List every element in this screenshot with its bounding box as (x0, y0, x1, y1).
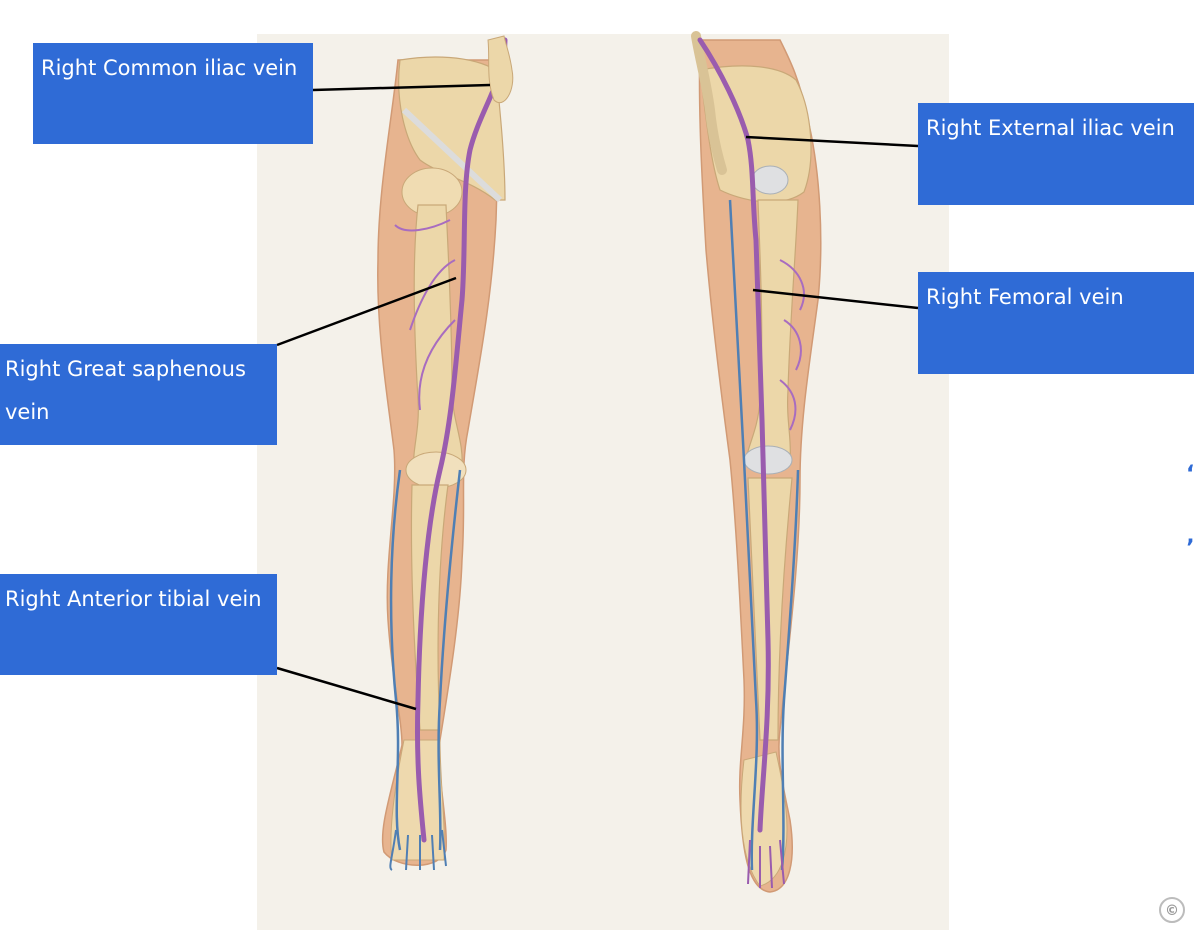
posterior-tibia (747, 477, 793, 741)
leader-line-femoral (752, 288, 919, 310)
leader-line-great-saphenous (276, 276, 457, 347)
label-femoral-text: Right Femoral vein (926, 285, 1124, 309)
posterior-hip-joint (751, 165, 789, 195)
illustration-background (257, 34, 949, 930)
label-external-iliac-text: Right External iliac vein (926, 116, 1175, 140)
leader-line-anterior-tibial (276, 666, 417, 711)
edge-mark-upper: ‘ (1186, 462, 1194, 487)
leader-line-common-iliac (312, 83, 491, 92)
anterior-great-saphenous-vein (414, 37, 508, 843)
anterior-sacrum (487, 35, 514, 103)
label-great-saphenous-vein[interactable]: Right Great saphenous vein (0, 344, 277, 445)
label-anterior-tibial-vein[interactable]: Right Anterior tibial vein (0, 574, 277, 675)
anterior-tibial-vein (389, 469, 462, 851)
label-common-iliac-text: Right Common iliac vein (41, 56, 298, 80)
edge-mark-lower: ‚ (1186, 524, 1194, 549)
label-great-saphenous-text: Right Great saphenous vein (5, 357, 246, 424)
posterior-knee (743, 445, 793, 475)
copyright-icon: © (1159, 897, 1185, 923)
label-external-iliac-vein[interactable]: Right External iliac vein (918, 103, 1194, 205)
label-common-iliac-vein[interactable]: Right Common iliac vein (33, 43, 313, 144)
posterior-spine (691, 31, 727, 175)
retractor-rod (401, 107, 503, 203)
label-anterior-tibial-text: Right Anterior tibial vein (5, 587, 262, 611)
leader-line-external-iliac (745, 135, 919, 148)
anterior-pelvis-bone (398, 56, 506, 201)
posterior-blue-veins (728, 199, 800, 871)
posterior-plantar-veins (747, 839, 785, 889)
label-femoral-vein[interactable]: Right Femoral vein (918, 272, 1194, 374)
posterior-leg (691, 31, 822, 893)
posterior-pelvis (699, 65, 812, 203)
posterior-external-iliac-vein (697, 37, 771, 833)
anterior-dorsal-foot-veins (389, 829, 447, 871)
posterior-branch-veins (779, 259, 805, 431)
anterior-leg (377, 35, 514, 871)
